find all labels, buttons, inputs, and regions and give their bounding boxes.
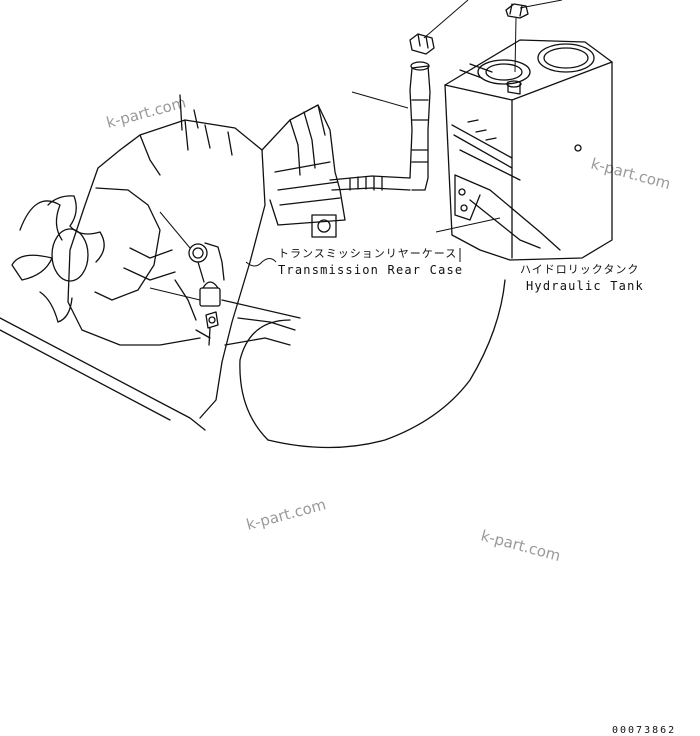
transmission-rear-case-label-en: Transmission Rear Case bbox=[278, 263, 463, 277]
engine-illustration bbox=[0, 94, 301, 441]
watermark-1: k-part.com bbox=[104, 93, 188, 132]
transmission-leader bbox=[245, 258, 277, 267]
tank-arc bbox=[267, 279, 506, 449]
transmission-rear-case-label-jp: トランスミッションリヤーケース bbox=[278, 247, 457, 260]
watermark-2: k-part.com bbox=[589, 154, 673, 193]
watermark-3: k-part.com bbox=[244, 495, 328, 534]
lock-assembly bbox=[149, 211, 225, 346]
hydraulic-tank-illustration bbox=[435, 0, 613, 262]
hydraulic-tank-label-jp: ハイドロリックタンク bbox=[520, 263, 639, 276]
breather-pipe bbox=[351, 0, 469, 191]
drawing-number: 00073862 bbox=[612, 725, 676, 736]
hydraulic-tank-label-en: Hydraulic Tank bbox=[526, 279, 644, 293]
watermark-4: k-part.com bbox=[479, 526, 563, 565]
transmission-illustration bbox=[261, 104, 411, 238]
